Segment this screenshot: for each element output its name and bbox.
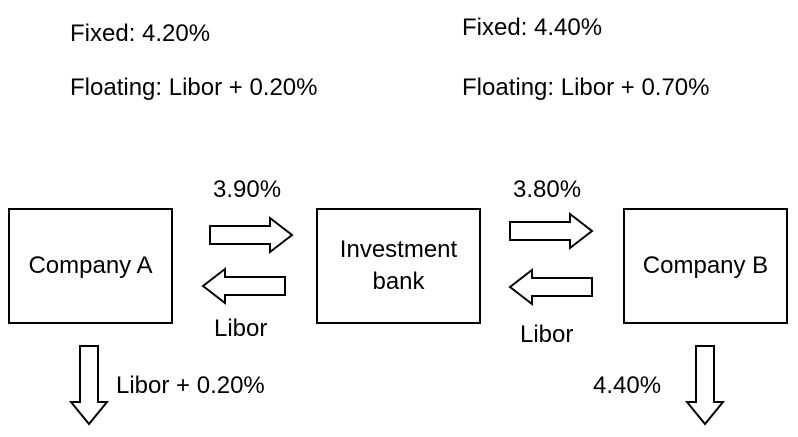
- company-b-floating-rate: Floating: Libor + 0.70%: [462, 74, 710, 101]
- down-arrow-icon-company-b: [684, 345, 726, 426]
- company-a-box: Company A: [8, 208, 173, 324]
- right-arrow-icon-a-to-bank: [209, 215, 294, 255]
- company-b-fixed-rate: Fixed: 4.40%: [462, 14, 603, 41]
- left-arrow-icon-b-to-bank: [508, 267, 593, 307]
- company-b-box: Company B: [623, 208, 788, 324]
- investment-bank-label-line1: Investment: [339, 236, 458, 263]
- right-arrow-icon-bank-to-b: [509, 211, 594, 251]
- flow-label-bank-to-b: 3.80%: [513, 176, 582, 203]
- investment-bank-label-line2: bank: [372, 268, 425, 295]
- flow-label-b-to-bank: Libor: [520, 321, 574, 348]
- company-a-label: Company A: [28, 252, 153, 279]
- left-arrow-icon-bank-to-a: [201, 266, 286, 306]
- flow-label-bank-to-a: Libor: [214, 315, 268, 342]
- flow-label-a-external: Libor + 0.20%: [116, 372, 265, 399]
- flow-label-b-external: 4.40%: [593, 372, 662, 399]
- company-a-fixed-rate: Fixed: 4.20%: [70, 20, 211, 47]
- investment-bank-box: Investment bank: [316, 208, 481, 324]
- investment-bank-label: Investment bank: [340, 234, 457, 298]
- company-a-floating-rate: Floating: Libor + 0.20%: [70, 74, 318, 101]
- down-arrow-icon-company-a: [68, 345, 110, 426]
- flow-label-a-to-bank: 3.90%: [213, 176, 282, 203]
- company-b-label: Company B: [642, 252, 769, 279]
